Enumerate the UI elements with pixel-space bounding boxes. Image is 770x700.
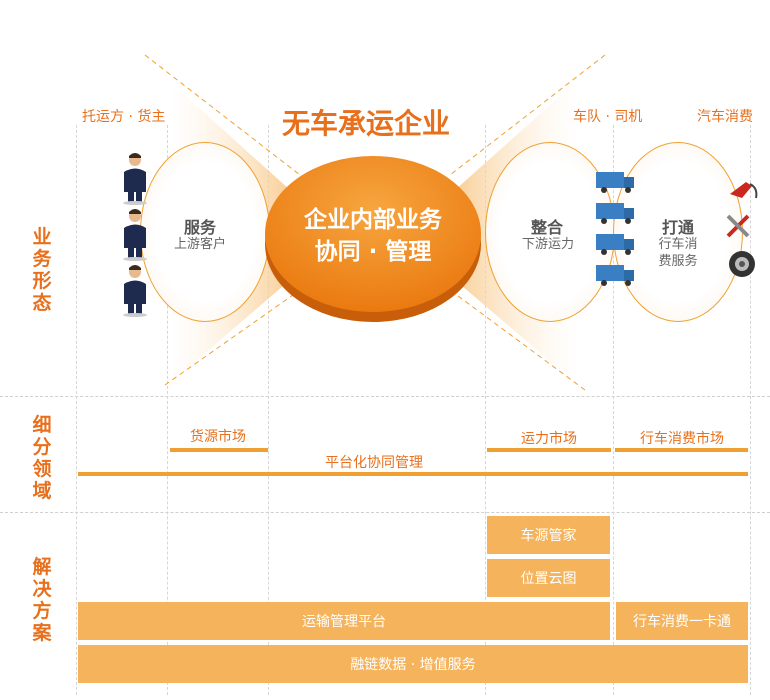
auto-service-icons (726, 182, 758, 277)
center-disc (265, 156, 481, 322)
row-label-solution: 解决 方案 (32, 556, 52, 644)
tools-icon (726, 214, 750, 238)
grid-line (167, 125, 168, 695)
integrate-sub: 下游运力 (521, 237, 574, 252)
row-label-segment: 细分 领域 (32, 414, 52, 502)
truck-icon (596, 234, 634, 255)
truck-icon (596, 265, 634, 286)
connect-title: 打通 (661, 218, 694, 237)
service-sub: 上游客户 (173, 237, 226, 252)
solution-finance: 融链数据 · 增值服务 (78, 645, 748, 683)
person-icon (123, 265, 147, 317)
grid-line (613, 125, 614, 695)
label-shipper: 托运方 · 货主 (82, 109, 166, 125)
integrate-title: 整合 (530, 218, 563, 237)
service-title: 服务 (183, 218, 216, 237)
bar-cargo (170, 448, 268, 452)
person-icon (123, 209, 147, 261)
divider-segment (0, 512, 770, 513)
market-vehicle-consumption: 行车消费市场 (640, 431, 724, 447)
label-auto-consumption: 汽车消费 (697, 109, 753, 125)
center-text: 企业内部业务协同 · 管理 (304, 207, 442, 265)
solution-vehicle-manager: 车源管家 (487, 516, 610, 554)
label-fleet: 车队 · 司机 (573, 109, 643, 125)
truck-icon (596, 203, 634, 224)
grid-line (76, 125, 77, 695)
ellipse-service (140, 142, 270, 322)
grid-line (268, 125, 269, 695)
bar-platform (78, 472, 748, 476)
bar-capacity (487, 448, 611, 452)
truck-icons (596, 172, 634, 286)
solution-tms: 运输管理平台 (78, 602, 610, 640)
person-icon (123, 153, 147, 205)
market-cargo: 货源市场 (190, 429, 246, 445)
solution-location-cloud: 位置云图 (487, 559, 610, 597)
main-title: 无车承运企业 (282, 107, 451, 140)
market-platform: 平台化协同管理 (325, 455, 423, 471)
tire-icon (729, 251, 755, 277)
market-capacity: 运力市场 (521, 431, 577, 447)
person-icons (123, 153, 147, 317)
solution-consumption-card: 行车消费一卡通 (616, 602, 748, 640)
connect-sub: 行车消费服务 (658, 237, 698, 269)
truck-icon (596, 172, 634, 193)
grid-line (750, 125, 751, 695)
ellipse-integrate (485, 142, 615, 322)
fuel-nozzle-icon (730, 182, 758, 199)
divider-business (0, 396, 770, 397)
grid-line (485, 125, 486, 695)
bar-vehicle-consumption (615, 448, 748, 452)
row-label-business-form: 业务 形态 (32, 226, 52, 314)
